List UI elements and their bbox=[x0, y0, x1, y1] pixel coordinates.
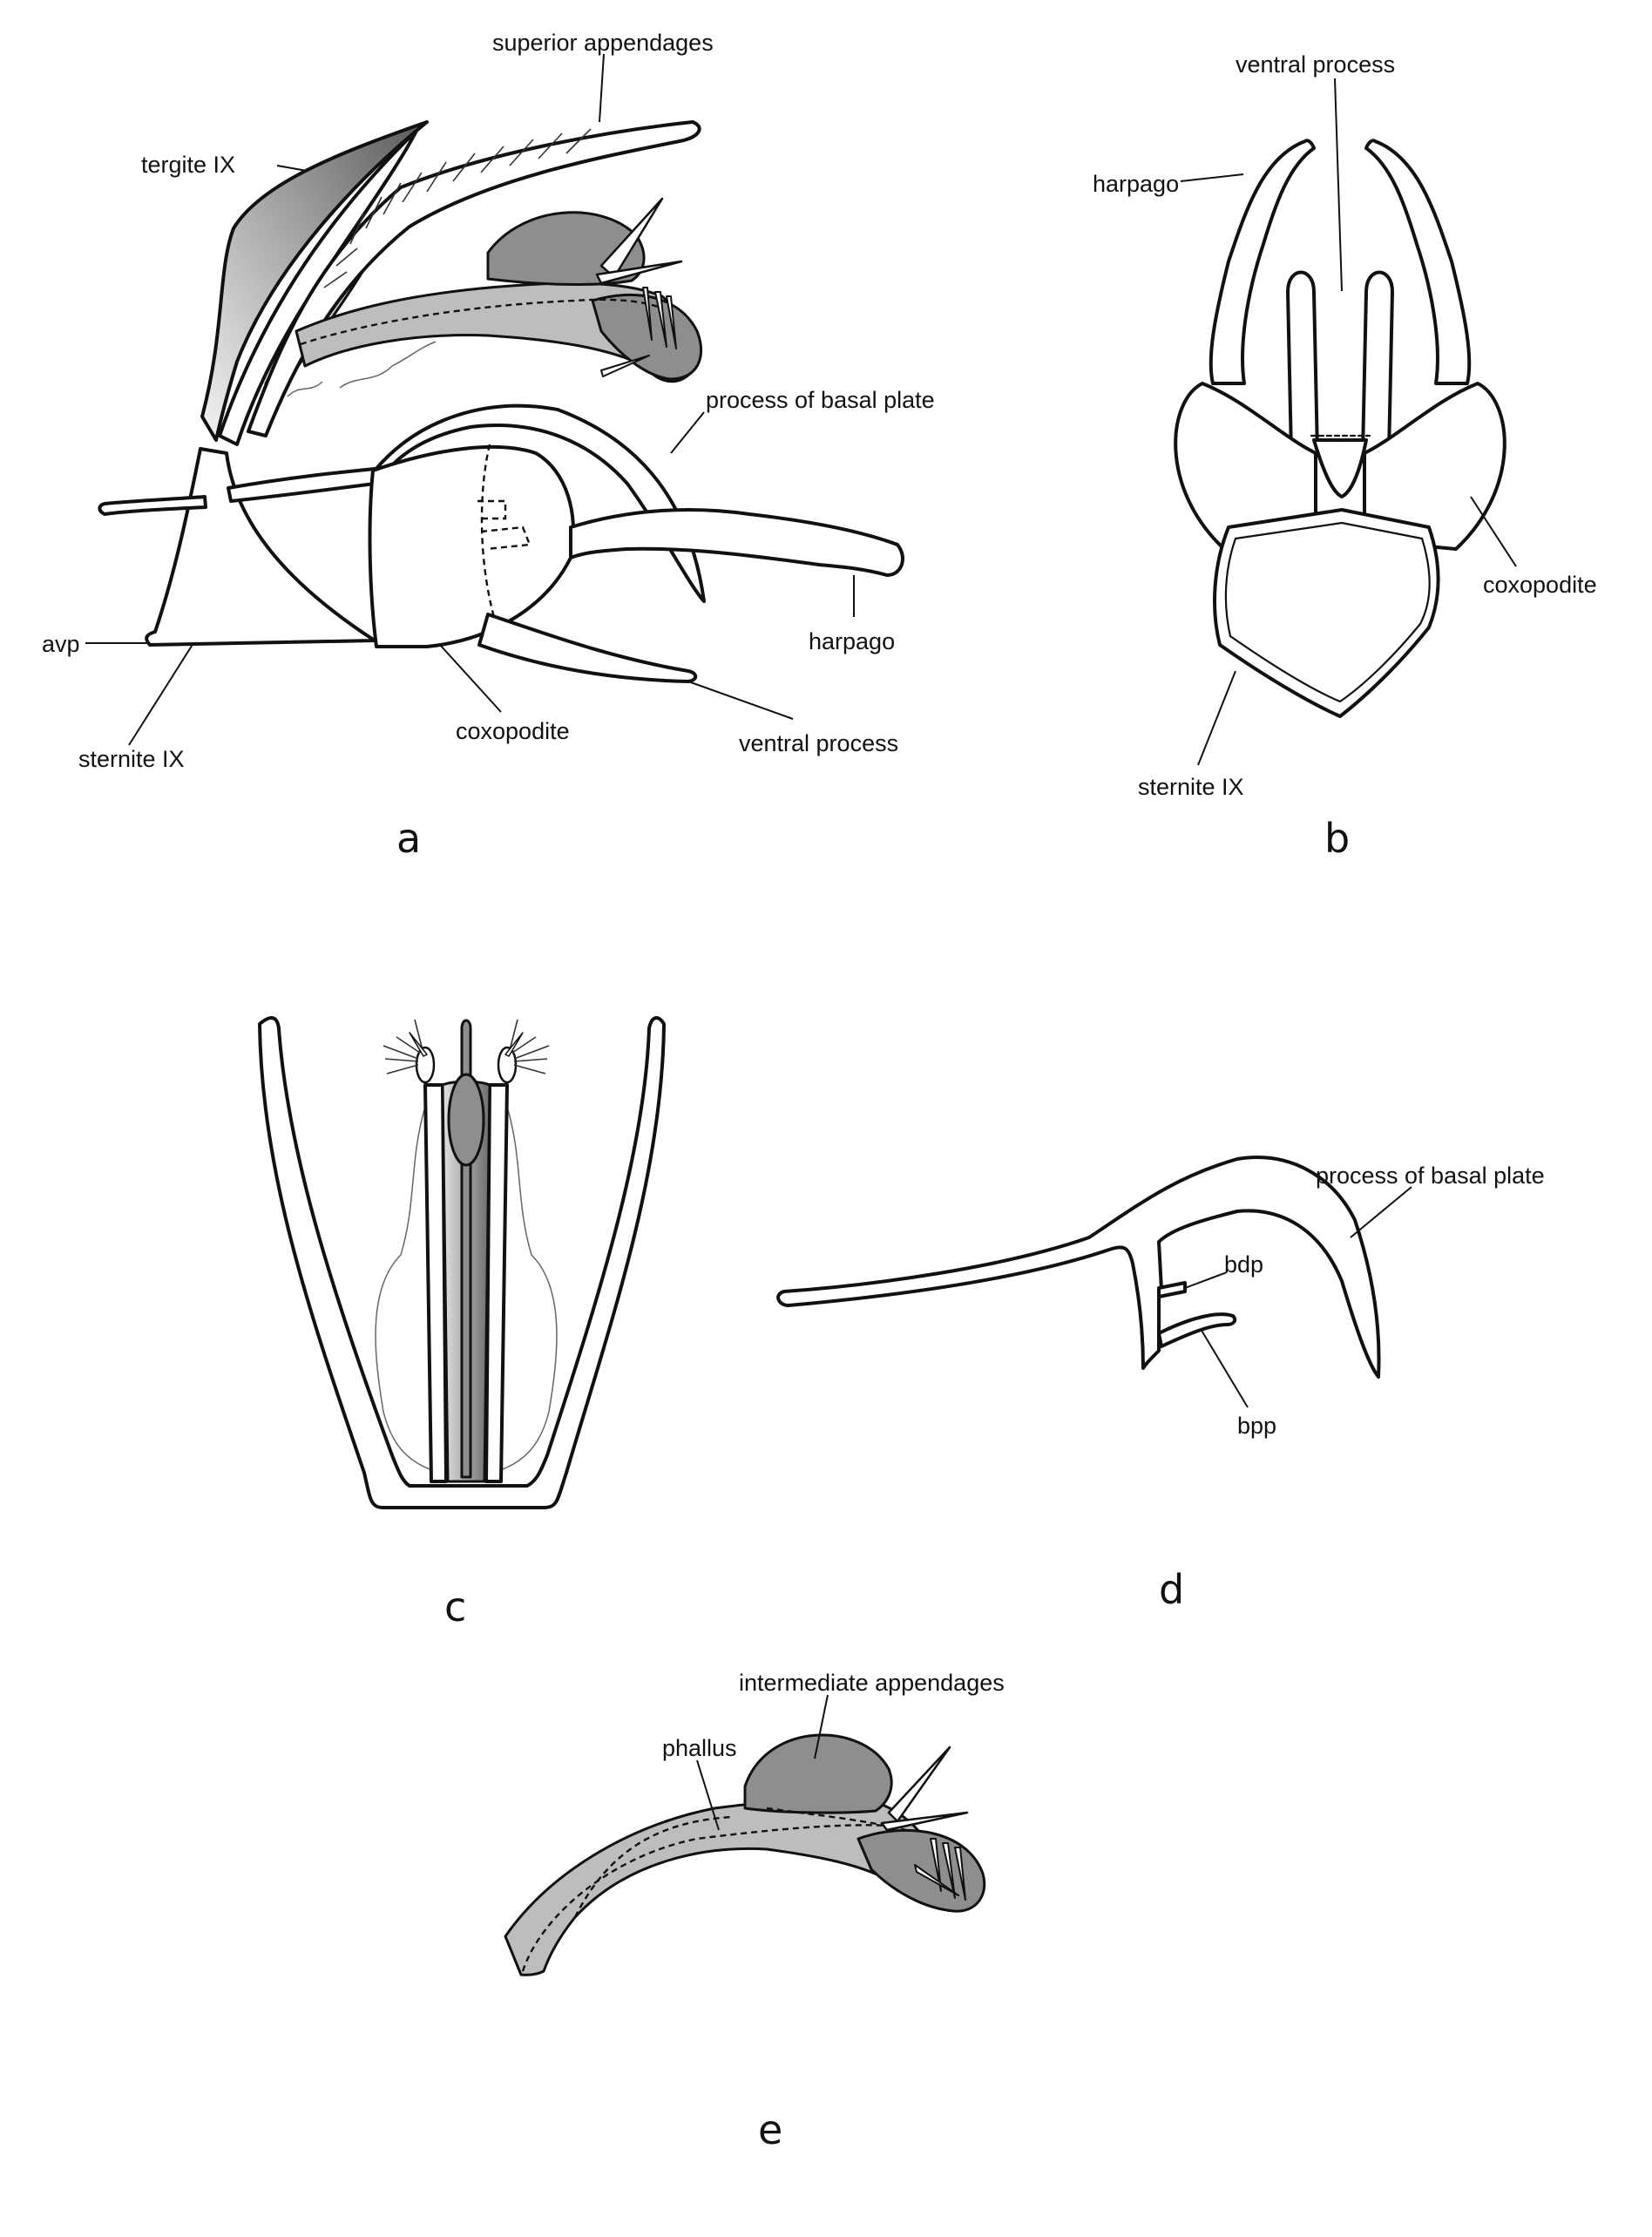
panel-a-labels: superior appendages tergite IX process o… bbox=[42, 30, 935, 862]
panel-c-bristle-tuft-right bbox=[497, 1019, 550, 1084]
label-d-bpp: bpp bbox=[1237, 1413, 1276, 1439]
panel-e-labels: intermediate appendages phallus e bbox=[662, 1670, 1005, 2153]
label-b-sternite-ix: sternite IX bbox=[1138, 774, 1244, 800]
label-avp: avp bbox=[42, 631, 80, 657]
panel-letter-e: e bbox=[758, 2106, 782, 2153]
panel-letter-b: b bbox=[1324, 815, 1350, 862]
panel-letter-d: d bbox=[1159, 1566, 1184, 1613]
label-b-harpago: harpago bbox=[1093, 171, 1179, 197]
label-ventral-process: ventral process bbox=[739, 730, 898, 756]
panel-e-drawing bbox=[504, 1733, 986, 1976]
label-e-intermediate-appendages: intermediate appendages bbox=[739, 1670, 1005, 1696]
label-coxopodite: coxopodite bbox=[456, 718, 570, 744]
label-d-process-of-basal-plate: process of basal plate bbox=[1316, 1163, 1545, 1189]
panel-letter-c: c bbox=[444, 1583, 466, 1630]
panel-c-bristle-tuft-left bbox=[383, 1019, 436, 1084]
label-d-bdp: bdp bbox=[1224, 1251, 1263, 1278]
panel-c-drawing bbox=[258, 1016, 666, 1509]
label-sternite-ix: sternite IX bbox=[78, 746, 185, 772]
panel-a-drawing bbox=[98, 120, 904, 683]
panel-d-drawing bbox=[776, 1156, 1381, 1379]
label-b-ventral-process: ventral process bbox=[1236, 51, 1395, 78]
label-harpago: harpago bbox=[809, 628, 895, 654]
label-process-of-basal-plate: process of basal plate bbox=[706, 387, 935, 413]
panel-b-drawing bbox=[1174, 139, 1506, 718]
label-e-phallus: phallus bbox=[662, 1735, 737, 1761]
panel-d-labels: process of basal plate bdp bpp d bbox=[1159, 1163, 1545, 1613]
superior-appendage-setae bbox=[323, 128, 592, 288]
panel-b-labels: ventral process harpago coxopodite stern… bbox=[1093, 51, 1597, 862]
label-b-coxopodite: coxopodite bbox=[1483, 572, 1597, 598]
panel-letter-a: a bbox=[396, 815, 421, 862]
label-tergite-ix: tergite IX bbox=[141, 152, 235, 178]
label-superior-appendages: superior appendages bbox=[492, 30, 714, 56]
